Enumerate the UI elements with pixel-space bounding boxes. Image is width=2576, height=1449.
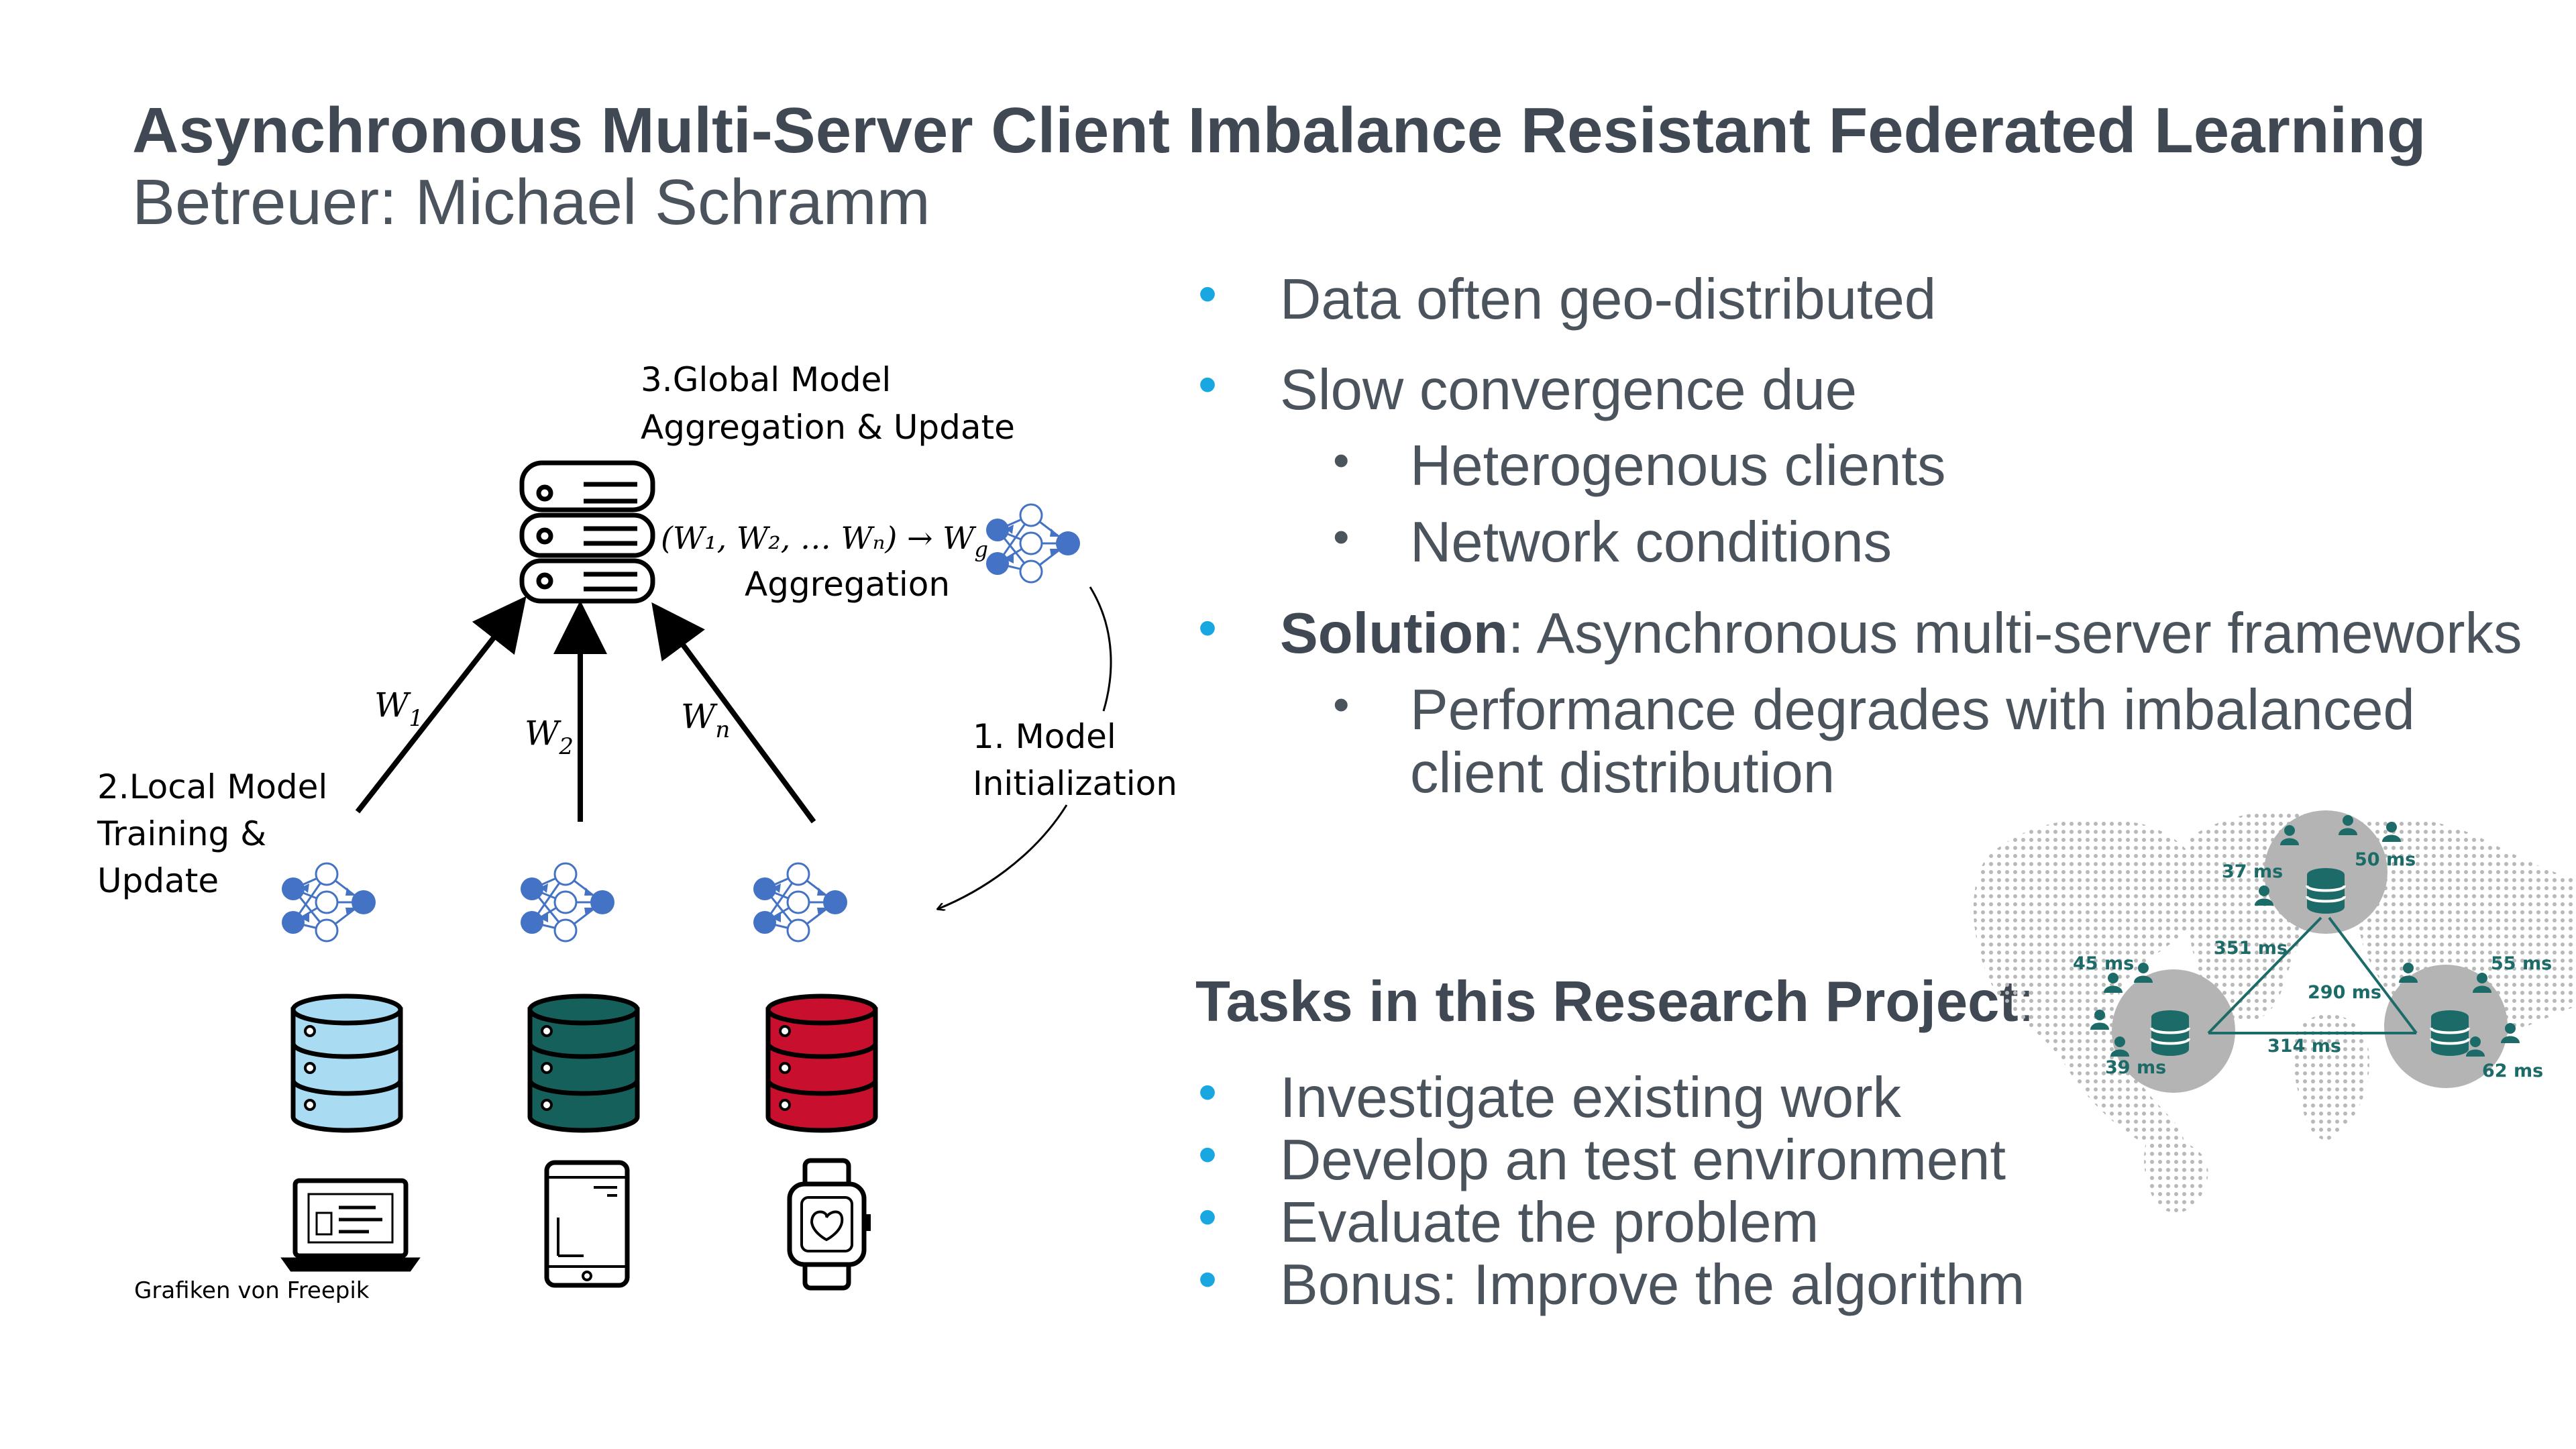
tasks-heading-bold: Tasks in this Research Project [1195,970,2019,1034]
client-database-icon [527,994,640,1133]
latency-top-left: 37 ms [2222,861,2283,882]
task-text: Bonus: Improve the algorithm [1280,1253,2025,1317]
step1-label-line1: 1. Model [973,717,1116,756]
latency-top-right: 50 ms [2355,849,2416,870]
bullet-dot: • [1333,678,1350,731]
bullet-dot: • [1333,511,1350,563]
bullet-text: Performance degrades with imbalanced [1410,678,2415,742]
latency-edge-top-left: 351 ms [2214,938,2288,959]
bullet-geo-distributed: • Data often geo-distributed [1198,264,1937,331]
federated-learning-diagram: 3.Global Model Aggregation & Update (W₁,… [97,360,1177,1304]
bullet-text: : Asynchronous multi-server frameworks [1507,602,2522,665]
subbullet-network-conditions: • Network conditions [1333,511,1892,574]
task-text: Evaluate the problem [1280,1191,1819,1254]
bullet-text: Slow convergence due [1280,358,1858,422]
subbullet-heterogenous-clients: • Heterogenous clients [1333,434,1946,498]
server-connections [2207,916,2418,1034]
client-database-icon [290,994,403,1133]
task-item: • Investigate existing work [1198,1063,1901,1130]
aggregation-formula: (W₁, W₂, … Wₙ) → Wg [661,520,988,562]
regional-server-icon [2430,1009,2470,1057]
task-text: Investigate existing work [1280,1066,1901,1130]
tasks-heading: Tasks in this Research Project: [1195,969,2034,1035]
world-map-dots [1973,811,2576,1213]
page-subtitle: Betreuer: Michael Schramm [132,166,930,238]
latency-left-top: 45 ms [2073,953,2134,974]
step3-label-line2: Aggregation & Update [641,408,1015,447]
step2-label-line3: Update [97,861,219,900]
task-item: • Evaluate the problem [1198,1187,1819,1254]
bullet-slow-convergence: • Slow convergence due [1198,355,1858,422]
bullet-dot: • [1198,354,1218,414]
bullet-dot: • [1198,598,1218,657]
bullet-dot: • [1198,1124,1218,1184]
client-database-icon [765,994,878,1133]
task-text: Develop an test environment [1280,1128,2006,1192]
step2-label-line2: Training & [97,814,266,853]
bullet-solution: • Solution: Asynchronous multi-server fr… [1198,598,2522,665]
bullet-bold-text: Solution [1280,602,1508,665]
bullet-dot: • [1198,264,1218,323]
weight-label-2: W2 [525,714,574,760]
aggregation-label: Aggregation [745,565,950,604]
bullet-dot: • [1333,434,1350,486]
bullet-text: Network conditions [1410,511,1892,574]
page-title: Asynchronous Multi-Server Client Imbalan… [132,95,2426,166]
latency-edge-bottom: 314 ms [2267,1036,2341,1057]
step1-label-line2: Initialization [973,764,1177,803]
regional-server-icon [2306,867,2346,915]
step3-label-line1: 3.Global Model [641,360,891,399]
bullet-text-continued: client distribution [1410,741,1835,805]
latency-left-bottom: 39 ms [2105,1057,2166,1078]
latency-right-top: 55 ms [2491,953,2552,974]
weight-label-n: Wn [681,697,730,743]
init-arrow-upper [1089,586,1112,712]
latency-right-bottom: 62 ms [2482,1061,2543,1081]
init-arrow-lower [938,804,1068,909]
subbullet-performance: • Performance degrades with imbalanced c… [1333,678,2415,805]
upload-arrow-n [651,602,816,824]
step2-label-line1: 2.Local Model [97,767,327,806]
bullet-dot: • [1198,1062,1218,1122]
latency-edge-inner: 290 ms [2308,982,2381,1003]
database-icons [290,994,878,1133]
tablet-icon [544,1160,630,1288]
laptop-icon [280,1178,421,1272]
bullet-dot: • [1198,1249,1218,1309]
graphics-credit: Grafiken von Freepik [134,1277,370,1304]
weight-label-1: W1 [374,686,423,732]
latency-labels: 37 ms 50 ms 45 ms 39 ms 55 ms 62 ms 351 … [2073,849,2552,1081]
task-item: • Develop an test environment [1198,1125,2006,1192]
smartwatch-icon [787,1158,871,1291]
regional-server-icon [2150,1009,2190,1057]
bullet-dot: • [1198,1187,1218,1246]
task-item: • Bonus: Improve the algorithm [1198,1250,2025,1317]
upload-arrow-1 [355,596,527,814]
bullet-text: Heterogenous clients [1410,434,1946,498]
server-icon [519,460,655,604]
bullet-text: Data often geo-distributed [1280,268,1937,331]
